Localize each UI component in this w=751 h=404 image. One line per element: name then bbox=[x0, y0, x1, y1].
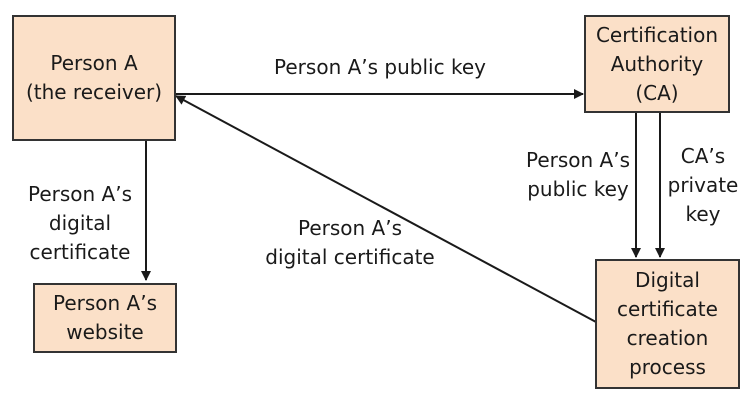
ca-label-line-2: Authority bbox=[610, 51, 704, 76]
ca-label-line-1: Certification bbox=[595, 22, 719, 47]
edge-label-ca-private-key-line-2: private bbox=[667, 173, 739, 197]
edge-label-a-to-ca: Person A’s public key bbox=[250, 53, 510, 82]
process-label-line-2: certificate bbox=[617, 297, 718, 321]
ca-label-line-3: (CA) bbox=[635, 80, 679, 105]
website-label-line-1: Person A’s bbox=[52, 291, 158, 315]
edge-label-process-to-a-line-1: Person A’s bbox=[297, 216, 403, 240]
edge-label-a-to-website-line-2: digital bbox=[48, 211, 112, 235]
edge-label-a-to-ca-line-1: Person A’s public key bbox=[274, 55, 486, 79]
arrow-process-to-a bbox=[175, 95, 597, 323]
process-label-line-3: creation bbox=[626, 326, 709, 350]
edge-label-ca-private-key-line-3: key bbox=[685, 202, 721, 226]
ca-node: Certification Authority (CA) bbox=[584, 15, 730, 113]
person-a-label-line-1: Person A bbox=[50, 51, 138, 75]
edge-label-ca-public-key: Person A’s public key bbox=[518, 146, 638, 204]
edge-label-ca-private-key: CA’s private key bbox=[660, 142, 746, 229]
edge-label-a-to-website-line-3: certificate bbox=[29, 240, 131, 264]
edge-label-process-to-a-line-2: digital certificate bbox=[265, 245, 435, 269]
website-node: Person A’s website bbox=[33, 283, 177, 353]
edge-label-ca-public-key-line-2: public key bbox=[527, 177, 629, 201]
process-label-line-1: Digital bbox=[635, 268, 700, 292]
certificate-process-node: Digital certificate creation process bbox=[595, 259, 740, 389]
edge-label-a-to-website: Person A’s digital certificate bbox=[15, 180, 145, 267]
edge-label-ca-private-key-line-1: CA’s bbox=[680, 144, 726, 168]
edge-label-ca-public-key-line-1: Person A’s bbox=[525, 148, 631, 172]
person-a-node: Person A (the receiver) bbox=[12, 15, 176, 141]
website-label-line-2: website bbox=[66, 320, 144, 344]
process-label-line-4: process bbox=[629, 355, 706, 379]
edge-label-process-to-a: Person A’s digital certificate bbox=[245, 214, 455, 272]
person-a-label-line-2: (the receiver) bbox=[25, 80, 163, 104]
edge-label-a-to-website-line-1: Person A’s bbox=[27, 182, 133, 206]
